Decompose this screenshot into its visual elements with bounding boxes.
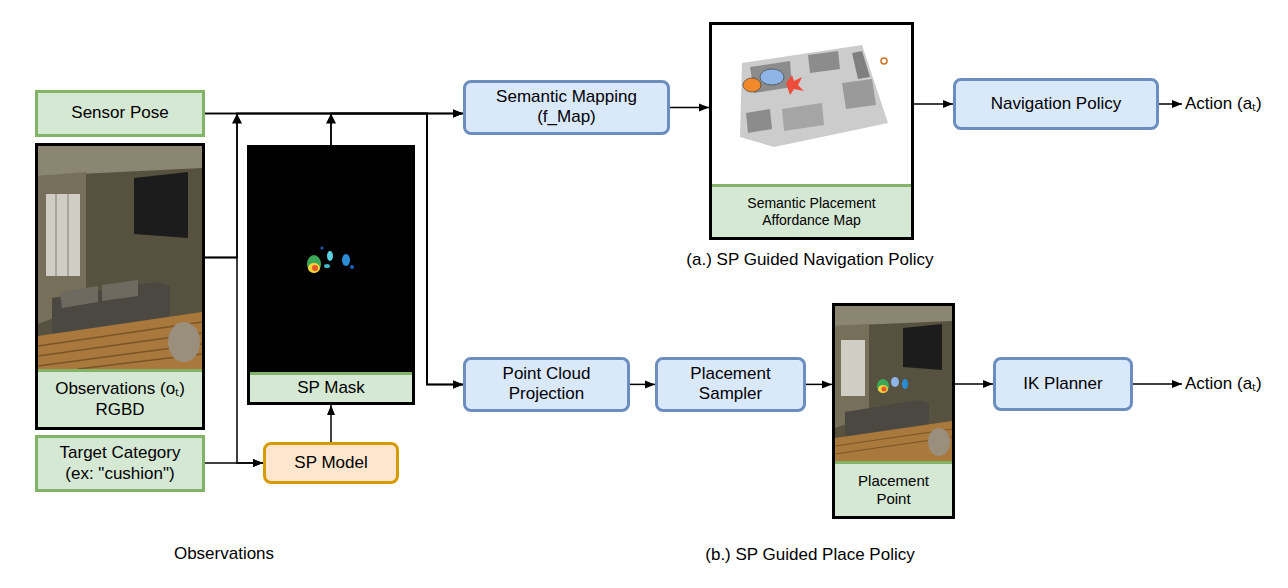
illustration-shape bbox=[321, 247, 324, 250]
mask-image bbox=[250, 148, 412, 372]
illustration-shape bbox=[782, 103, 824, 131]
box-label: Placement Sampler bbox=[668, 364, 793, 405]
image-caption-slot: Placement Point bbox=[835, 461, 952, 516]
input-box: Target Category (ex: "cushion") bbox=[35, 435, 205, 492]
process-box: Placement Sampler bbox=[655, 357, 806, 412]
box-label: Sensor Pose bbox=[71, 103, 168, 123]
illustration-shape bbox=[250, 148, 412, 372]
illustration-shape bbox=[350, 265, 354, 269]
illustration-shape bbox=[835, 306, 952, 326]
illustration-shape bbox=[841, 340, 865, 396]
observations-panel: Sensor Pose Observations (oₜ) RGBD SP Ma… bbox=[8, 6, 440, 582]
output-arrow bbox=[1159, 103, 1182, 105]
illustration-shape bbox=[740, 45, 888, 147]
image-caption: Placement Point bbox=[845, 472, 942, 508]
illustration-shape bbox=[712, 25, 911, 184]
image-box: Placement Point bbox=[832, 303, 955, 519]
output-label: Action (aₜ) bbox=[1185, 94, 1262, 114]
connector-arrow bbox=[670, 107, 709, 109]
policy-panel: Semantic Mapping (f_Map) Semantic Placem… bbox=[446, 6, 1282, 278]
illustration-shape bbox=[38, 312, 202, 369]
panel-title-slot: (a.) SP Guided Navigation Policy bbox=[446, 250, 1174, 270]
box-label: SP Model bbox=[294, 453, 367, 473]
illustration-shape bbox=[327, 251, 333, 261]
image-caption-slot: Observations (oₜ) RGBD bbox=[38, 369, 202, 427]
box-label: Navigation Policy bbox=[991, 94, 1121, 114]
panel-title: Observations bbox=[8, 544, 440, 564]
box-label: IK Planner bbox=[1023, 374, 1102, 394]
illustration-shape bbox=[881, 58, 887, 64]
illustration-shape bbox=[38, 146, 202, 176]
illustration-shape bbox=[746, 109, 772, 133]
illustration-shape bbox=[67, 194, 69, 276]
panel-title-slot: Observations bbox=[8, 544, 440, 564]
panel-title: (b.) SP Guided Place Policy bbox=[446, 545, 1174, 565]
process-box: Point Cloud Projection bbox=[463, 357, 630, 412]
room-photo bbox=[38, 146, 202, 369]
image-box: Semantic Placement Affordance Map bbox=[709, 22, 914, 240]
illustration-shape bbox=[891, 377, 899, 387]
illustration-shape bbox=[308, 263, 320, 273]
input-box: Sensor Pose bbox=[35, 90, 205, 137]
process-box: Navigation Policy bbox=[953, 78, 1159, 130]
model-box: SP Model bbox=[263, 442, 399, 484]
illustration-shape bbox=[902, 379, 908, 389]
process-box: Semantic Mapping (f_Map) bbox=[463, 80, 670, 135]
illustration-shape bbox=[102, 280, 138, 301]
illustration-shape bbox=[134, 172, 188, 238]
illustration-shape bbox=[786, 75, 804, 95]
illustration-shape bbox=[307, 255, 321, 273]
illustration-shape bbox=[60, 286, 98, 308]
illustration-shape bbox=[342, 254, 350, 266]
image-box: SP Mask bbox=[247, 145, 415, 405]
illustration-shape bbox=[852, 51, 870, 79]
connector-arrow bbox=[205, 114, 463, 385]
output-label-slot: Action (aₜ) bbox=[1185, 374, 1262, 394]
connector-arrow bbox=[806, 384, 832, 386]
output-label: Action (aₜ) bbox=[1185, 374, 1262, 394]
process-box: IK Planner bbox=[993, 357, 1133, 411]
connector-arrow bbox=[630, 384, 655, 386]
box-label: Target Category (ex: "cushion") bbox=[48, 443, 192, 484]
image-caption-slot: Semantic Placement Affordance Map bbox=[712, 184, 911, 237]
illustration-shape bbox=[878, 385, 888, 393]
illustration-shape bbox=[324, 264, 330, 268]
output-arrow bbox=[1133, 383, 1182, 385]
illustration-shape bbox=[877, 379, 889, 393]
illustration-shape bbox=[842, 79, 876, 109]
illustration-shape bbox=[46, 194, 80, 276]
illustration-shape bbox=[760, 69, 784, 85]
image-caption: Observations (oₜ) RGBD bbox=[48, 379, 192, 420]
connector-arrow bbox=[330, 405, 332, 442]
illustration-shape bbox=[835, 306, 952, 461]
illustration-shape bbox=[168, 322, 200, 362]
policy-panel: Point Cloud ProjectionPlacement Sampler … bbox=[446, 289, 1282, 583]
illustration-shape bbox=[55, 194, 57, 276]
box-label: Semantic Mapping (f_Map) bbox=[476, 87, 657, 128]
panel-title: (a.) SP Guided Navigation Policy bbox=[446, 250, 1174, 270]
affordance-map bbox=[712, 25, 911, 184]
image-caption-slot: SP Mask bbox=[250, 372, 412, 402]
output-label-slot: Action (aₜ) bbox=[1185, 94, 1262, 114]
image-caption: SP Mask bbox=[297, 378, 365, 398]
connector-arrow bbox=[331, 114, 463, 146]
panel-title-slot: (b.) SP Guided Place Policy bbox=[446, 545, 1174, 565]
illustration-shape bbox=[882, 387, 887, 392]
connector-arrow bbox=[955, 383, 993, 385]
connector-arrow bbox=[914, 103, 953, 105]
illustration-shape bbox=[38, 146, 202, 369]
illustration-shape bbox=[835, 421, 952, 461]
connector-arrow bbox=[205, 114, 463, 385]
placement-photo bbox=[835, 306, 952, 461]
box-label: Point Cloud Projection bbox=[476, 364, 617, 405]
image-box: Observations (oₜ) RGBD bbox=[35, 143, 205, 430]
illustration-shape bbox=[928, 428, 950, 456]
illustration-shape bbox=[312, 265, 318, 271]
image-caption: Semantic Placement Affordance Map bbox=[722, 195, 901, 229]
illustration-shape bbox=[808, 51, 840, 73]
illustration-shape bbox=[743, 78, 761, 92]
illustration-shape bbox=[903, 324, 942, 370]
